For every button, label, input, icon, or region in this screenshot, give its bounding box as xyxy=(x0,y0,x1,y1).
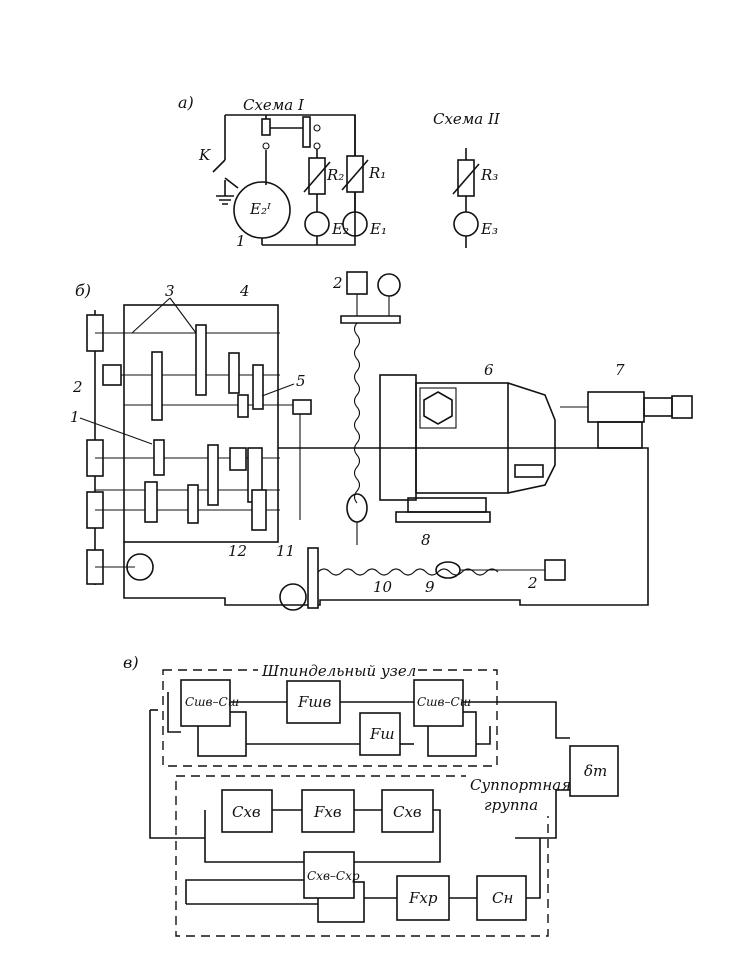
part-b-label: б) xyxy=(75,281,91,300)
callout-2-top: 2 xyxy=(332,274,343,292)
motor-2-left xyxy=(102,364,122,386)
block-f-sh-label: Fш xyxy=(369,725,395,743)
block-c-xv-c-xr-label: Cхв–Cхр xyxy=(307,869,360,883)
motor-bottom xyxy=(279,583,307,611)
generator-number: 1 xyxy=(236,232,246,250)
spindle-group-title: Шпиндельный узел xyxy=(261,662,416,680)
switch-k-label: K xyxy=(198,146,211,164)
callout-6: 6 xyxy=(484,361,494,379)
carriage-8 xyxy=(407,497,487,513)
callout-1: 1 xyxy=(70,408,80,426)
source-e1 xyxy=(342,211,368,237)
callout-4: 4 xyxy=(239,282,250,300)
callout-5: 5 xyxy=(296,372,306,390)
callout-11: 11 xyxy=(276,542,295,560)
block-f-xv xyxy=(301,789,355,833)
motor-2-top xyxy=(346,271,368,295)
block-c-shv-csh-1 xyxy=(180,679,231,727)
block-c-shv-csh-2-label: Cшв–Cш xyxy=(417,695,471,709)
block-c-n-label: Cн xyxy=(492,889,513,907)
block-f-xr xyxy=(396,875,450,921)
callout-8: 8 xyxy=(421,531,431,549)
tailstock-7 xyxy=(587,391,645,423)
ground-symbol xyxy=(216,180,234,205)
callout-9: 9 xyxy=(425,578,435,596)
e1-label: E₁ xyxy=(369,220,387,238)
callout-2-right: 2 xyxy=(527,574,538,592)
block-c-xv-2-label: Cхв xyxy=(393,803,422,821)
callout-2-left: 2 xyxy=(72,378,83,396)
callout-10: 10 xyxy=(373,578,393,596)
block-c-n xyxy=(476,875,527,921)
block-f-xv-label: Fхв xyxy=(313,803,342,821)
electromagnet-11 xyxy=(292,399,312,415)
block-f-xr-label: Fхр xyxy=(408,889,438,907)
block-f-shv xyxy=(286,680,341,724)
indicator-top xyxy=(377,273,401,297)
source-e2 xyxy=(304,211,330,237)
part-b: б) xyxy=(70,271,693,611)
motor-2-right xyxy=(544,559,566,581)
e2-label: E₂ xyxy=(331,220,349,238)
spindle-head-6 xyxy=(415,382,509,494)
switch-k xyxy=(212,159,226,173)
block-f-sh xyxy=(359,712,401,756)
part-c: в) Шпиндельный узел Суппортная группа xyxy=(123,653,619,937)
scheme-1-title: Схема I xyxy=(243,96,305,114)
vertical-screw xyxy=(353,322,361,504)
block-c-shv-csh-1-label: Cшв–Cш xyxy=(185,695,239,709)
block-c-xv-1-label: Cхв xyxy=(232,803,261,821)
callout-12: 12 xyxy=(228,542,247,560)
generator-e2-label: E₂ᴵ xyxy=(249,200,271,218)
block-c-shv-csh-2 xyxy=(413,679,464,727)
feed-gear xyxy=(307,547,319,609)
block-c-xv-c-xr xyxy=(303,851,355,899)
motor-bottom-left xyxy=(126,553,154,581)
lead-screw-10 xyxy=(317,568,499,576)
support-group-title-2: группа xyxy=(484,796,538,814)
part-a: а) Схема I Схема II K E₂ᴵ 1 R₂ E₂ xyxy=(178,93,501,250)
r1-label: R₁ xyxy=(368,164,386,182)
machine-bed xyxy=(123,447,649,606)
r2-label: R₂ xyxy=(326,166,344,184)
e3-label: E₃ xyxy=(480,220,498,238)
block-f-shv-label: Fшв xyxy=(297,693,332,711)
block-c-xv-2 xyxy=(381,789,434,833)
support-group-title-1: Суппортная xyxy=(470,776,571,794)
block-delta-t xyxy=(569,745,619,797)
scheme-2-title: Схема II xyxy=(433,110,501,128)
r3-label: R₃ xyxy=(480,166,498,184)
support-group-box xyxy=(175,775,549,937)
part-a-label: а) xyxy=(178,93,194,112)
gearbox-housing xyxy=(123,304,279,543)
source-e3 xyxy=(453,211,479,237)
block-c-xv-1 xyxy=(221,789,273,833)
block-delta-t-label: δт xyxy=(584,762,607,780)
callout-7: 7 xyxy=(615,361,625,379)
callout-3: 3 xyxy=(165,282,175,300)
part-c-label: в) xyxy=(123,653,139,672)
